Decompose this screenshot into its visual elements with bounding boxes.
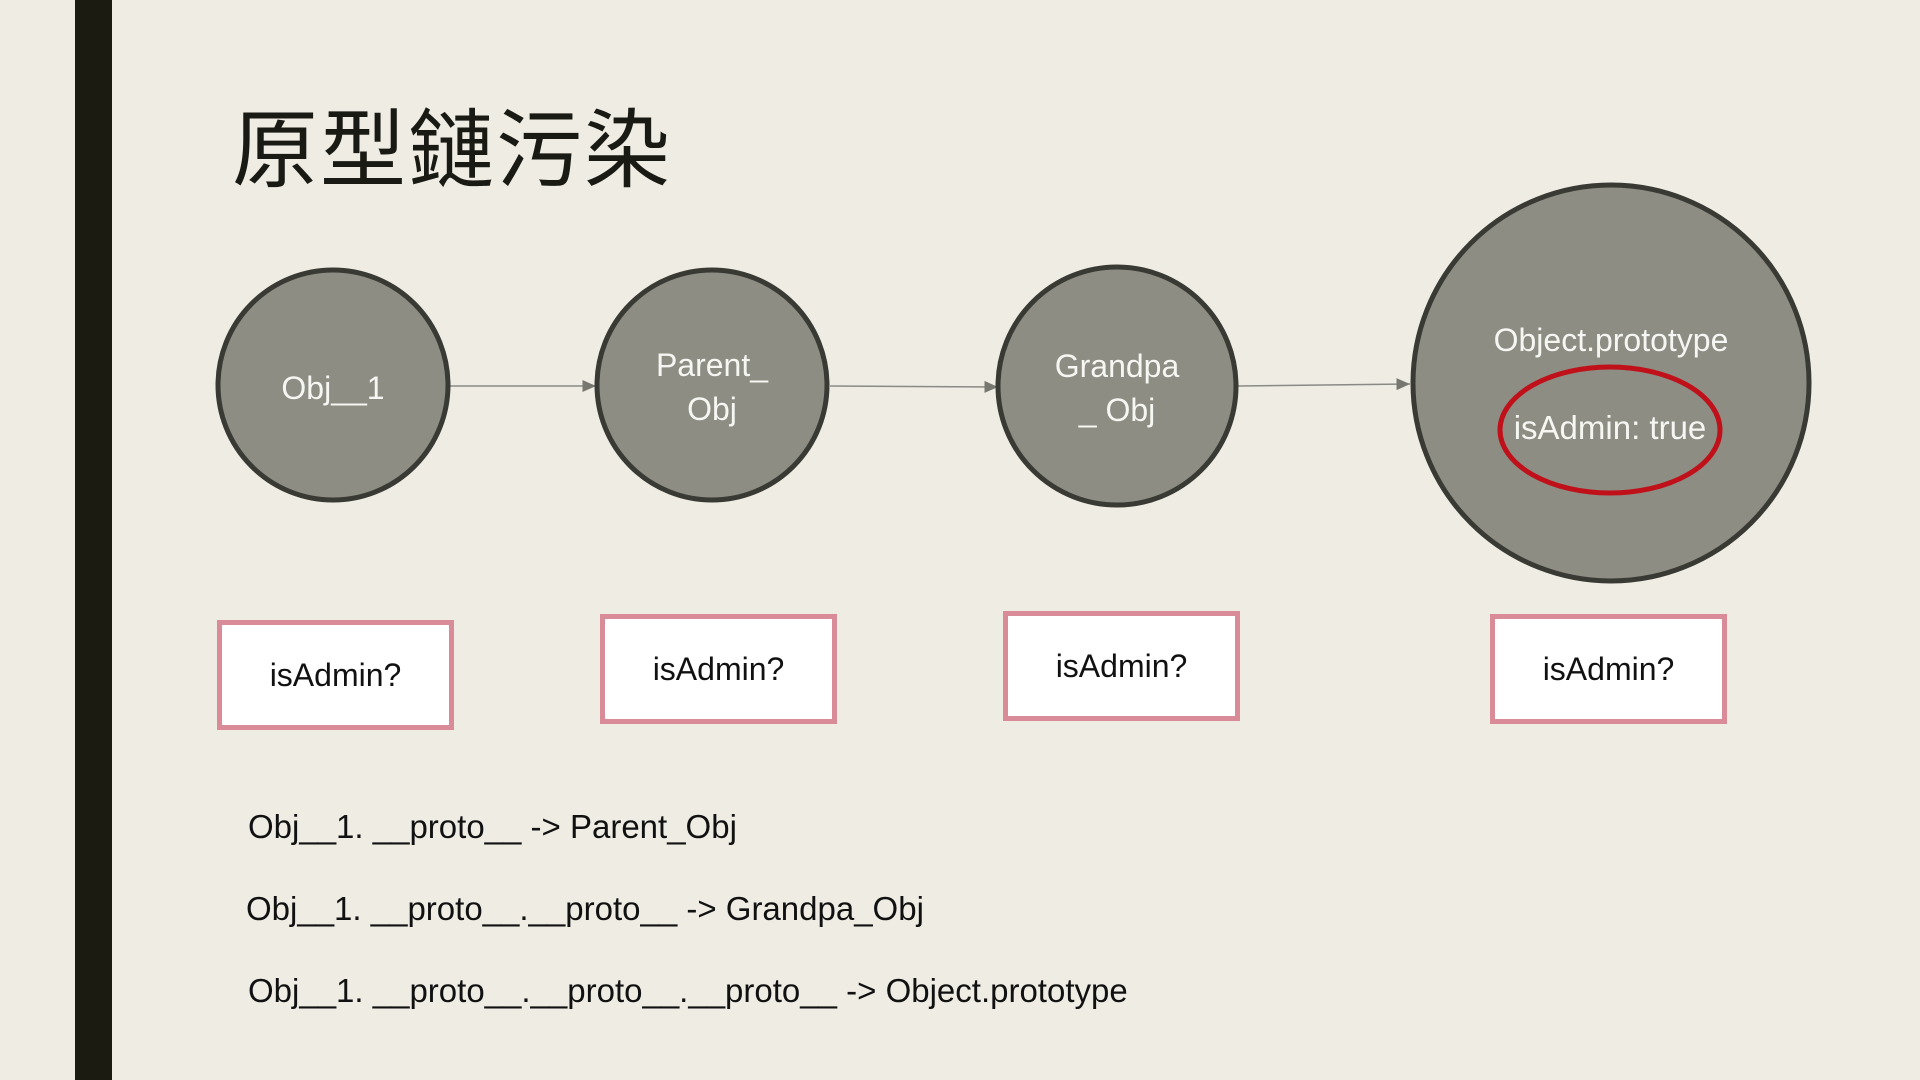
node-object-prototype-label: Object.prototype <box>1493 322 1729 358</box>
question-box-parent: isAdmin? <box>600 614 837 724</box>
slide-title: 原型鏈污染 <box>232 101 672 201</box>
chain-line-3: Obj__1. __proto__.__proto__.__proto__ ->… <box>248 972 1128 1009</box>
node-parent-obj-label: Parent_ Obj <box>655 347 769 427</box>
node-grandpa-obj-label: Grandpa _ Obj <box>1054 348 1180 428</box>
node-parent-obj <box>594 267 830 503</box>
node-object-prototype <box>1410 182 1812 584</box>
highlight-label: isAdmin: true <box>1513 409 1707 446</box>
node-grandpa-obj <box>995 264 1239 508</box>
question-box-prototype: isAdmin? <box>1490 614 1727 724</box>
question-box-grandpa: isAdmin? <box>1003 611 1240 721</box>
chain-line-1: Obj__1. __proto__ -> Parent_Obj <box>248 808 737 845</box>
node-obj1 <box>215 267 451 503</box>
left-accent-bar <box>75 0 112 1080</box>
chain-line-2: Obj__1. __proto__.__proto__ -> Grandpa_O… <box>246 890 924 927</box>
node-obj1-label: Obj__1 <box>281 370 385 406</box>
arrow-parent-to-grandpa <box>829 380 999 393</box>
highlight-ring <box>1497 364 1723 496</box>
arrow-grandpa-to-prototype <box>1237 378 1411 391</box>
question-box-obj1: isAdmin? <box>217 620 454 730</box>
